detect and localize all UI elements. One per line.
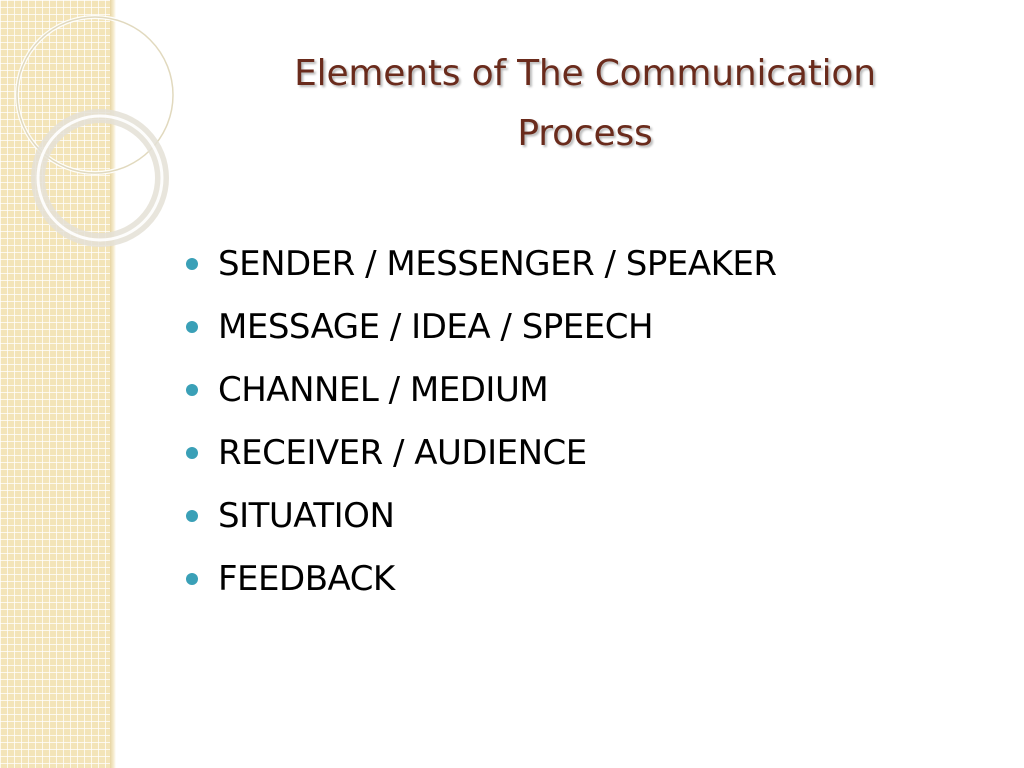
decorative-rings: [15, 15, 175, 247]
bullet-item: CHANNEL / MEDIUM: [180, 358, 777, 421]
slide-title: Elements of The Communication Process: [200, 44, 970, 164]
slide-title-line-1: Elements of The Communication: [294, 53, 876, 94]
bullet-text: SENDER / MESSENGER / SPEAKER: [218, 243, 777, 284]
decorative-band-edge: [110, 0, 116, 768]
bullet-text: FEEDBACK: [218, 558, 395, 599]
bullet-list: SENDER / MESSENGER / SPEAKER MESSAGE / I…: [180, 232, 777, 610]
bullet-item: SENDER / MESSENGER / SPEAKER: [180, 232, 777, 295]
bullet-item: RECEIVER / AUDIENCE: [180, 421, 777, 484]
bullet-dot-icon: [186, 572, 198, 585]
bullet-text: SITUATION: [218, 495, 395, 536]
bullet-item: MESSAGE / IDEA / SPEECH: [180, 295, 777, 358]
bullet-dot-icon: [186, 257, 198, 270]
bullet-dot-icon: [186, 446, 198, 459]
bullet-dot-icon: [186, 509, 198, 522]
slide-title-line-2: Process: [517, 113, 653, 154]
bullet-text: RECEIVER / AUDIENCE: [218, 432, 587, 473]
bullet-dot-icon: [186, 383, 198, 396]
bullet-text: MESSAGE / IDEA / SPEECH: [218, 306, 654, 347]
bullet-text: CHANNEL / MEDIUM: [218, 369, 549, 410]
bullet-item: FEEDBACK: [180, 547, 777, 610]
bullet-item: SITUATION: [180, 484, 777, 547]
bullet-dot-icon: [186, 320, 198, 333]
